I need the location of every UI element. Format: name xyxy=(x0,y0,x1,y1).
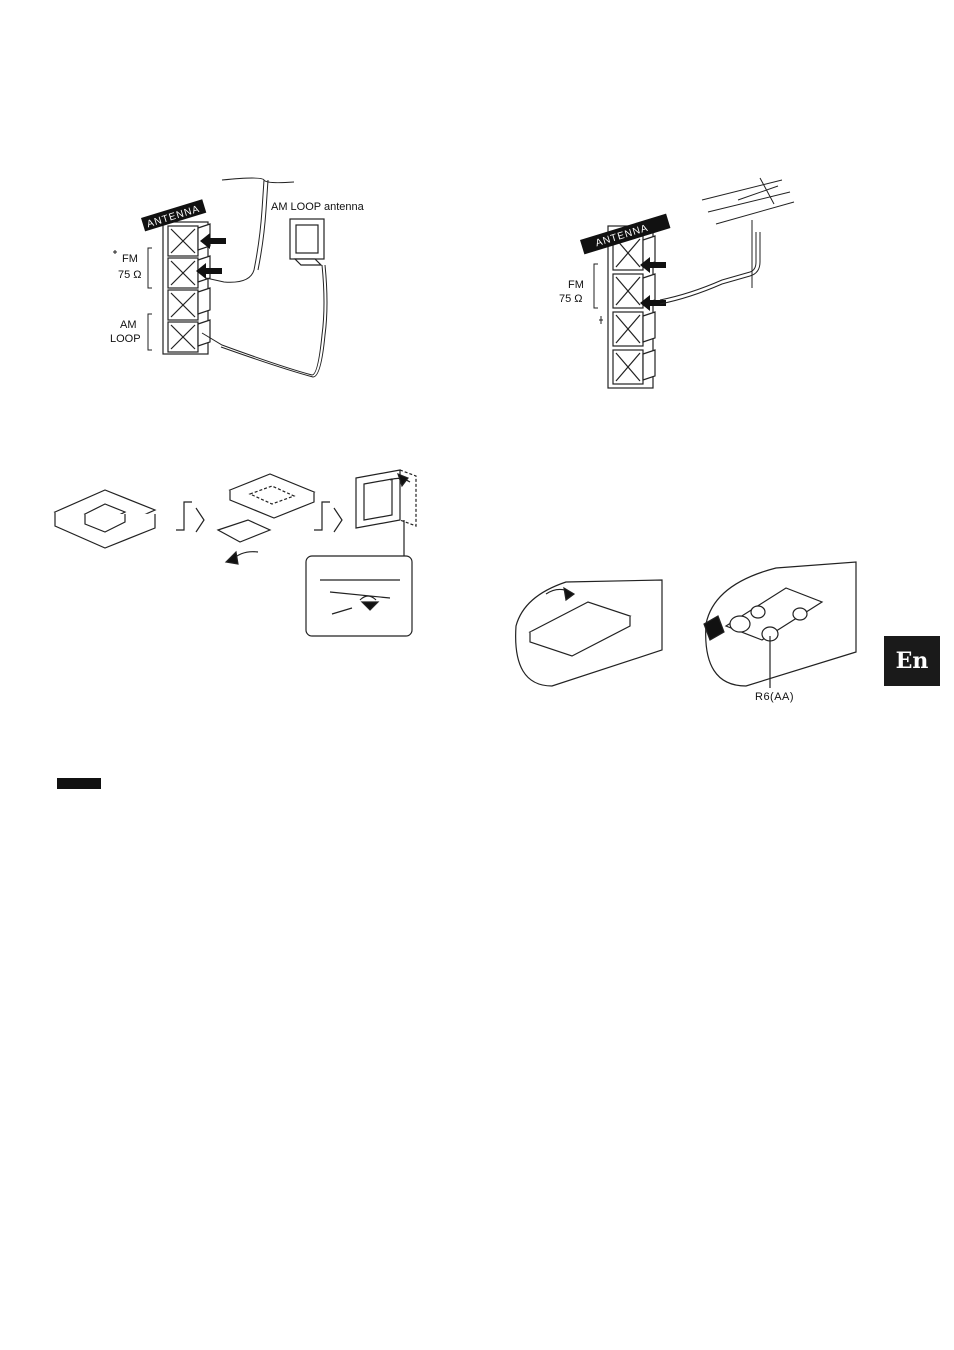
language-tab-en: En xyxy=(884,636,940,686)
note-marker-bar xyxy=(57,778,101,789)
battery-type-label: R6(AA) xyxy=(755,691,794,703)
